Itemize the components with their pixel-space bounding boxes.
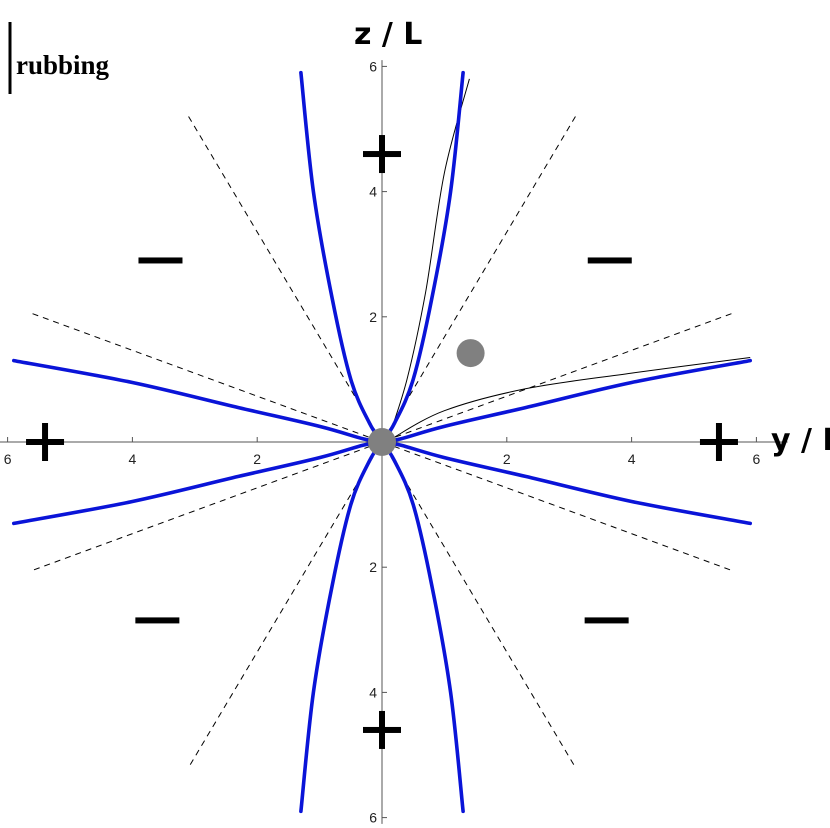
minus-sign: [135, 617, 180, 624]
x-tick-label: 4: [628, 451, 636, 467]
plus-sign: [26, 423, 65, 461]
plus-sign-vertical: [379, 135, 385, 174]
minus-sign: [587, 257, 632, 264]
x-axis-title: y / L: [771, 423, 830, 458]
blue-field-curves: [12, 70, 752, 814]
x-tick-label: 6: [4, 451, 12, 467]
z-tick-label: 4: [369, 184, 377, 200]
thin-curves: [387, 78, 751, 440]
blue-field-curve: [380, 358, 752, 444]
blue-field-curve: [299, 70, 384, 444]
plus-sign-vertical: [715, 423, 722, 461]
blue-field-curve: [299, 440, 384, 814]
plus-sign: [699, 423, 738, 461]
gray-marker: [368, 428, 396, 456]
thin-curve: [391, 357, 751, 440]
plus-sign: [363, 710, 401, 749]
gray-marker: [456, 339, 485, 368]
x-tick-label: 2: [503, 451, 511, 467]
thin-curve: [387, 78, 470, 440]
minus-sign: [584, 617, 629, 624]
plus-sign-vertical: [379, 710, 385, 749]
z-tick-label: 2: [369, 309, 377, 325]
dashed-asymptote: [32, 313, 732, 571]
sign-labels: [26, 135, 738, 749]
markers: [368, 339, 485, 456]
tick-marks: 6 4 2 2 4 6 6 4 2 2 4 6: [4, 58, 761, 825]
z-tick-label: 6: [369, 810, 377, 826]
blue-field-curve: [380, 440, 465, 814]
x-tick-label: 2: [253, 451, 261, 467]
minus-sign: [138, 257, 183, 264]
plus-sign-vertical: [42, 423, 49, 461]
blue-field-curve: [12, 440, 384, 526]
y-axis-title: z / L: [354, 17, 422, 52]
plus-sign: [363, 135, 401, 174]
corner-label: rubbing: [16, 50, 110, 80]
x-tick-label: 4: [129, 451, 137, 467]
blue-field-curve: [380, 440, 752, 526]
z-tick-label: 2: [369, 559, 377, 575]
blue-field-curve: [380, 70, 465, 444]
blue-field-curve: [12, 358, 384, 444]
dashed-asymptote: [32, 313, 732, 571]
z-tick-label: 4: [369, 684, 377, 700]
z-tick-label: 6: [369, 58, 377, 74]
x-tick-label: 6: [753, 451, 761, 467]
